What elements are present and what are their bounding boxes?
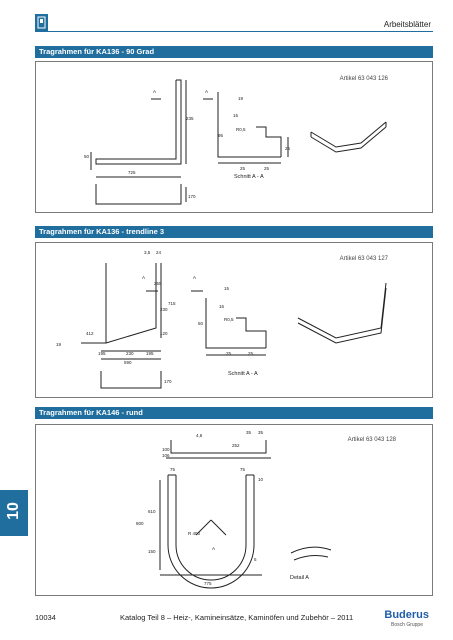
drawing-panel-ka146-rund: Artikel 63 043 128 Detail A 4,6 35 35 10… bbox=[35, 424, 433, 596]
label-412: 412 bbox=[86, 331, 94, 336]
label-590: 590 bbox=[124, 360, 132, 365]
label-150: 150 bbox=[148, 549, 156, 554]
label-170: 170 bbox=[164, 379, 172, 384]
article-number: Artikel 63 043 128 bbox=[347, 437, 396, 443]
label-800: 800 bbox=[136, 521, 144, 526]
label-r05: R0,5 bbox=[224, 317, 234, 322]
label-19: 19 bbox=[56, 342, 62, 347]
label-75a: 75 bbox=[170, 467, 176, 472]
label-a1: A bbox=[153, 89, 156, 94]
label-610: 610 bbox=[148, 509, 156, 514]
label-50: 50 bbox=[198, 321, 204, 326]
label-235: 235 bbox=[186, 116, 194, 121]
label-a2: A bbox=[193, 275, 196, 280]
label-4-6: 4,6 bbox=[196, 433, 203, 438]
label-15: 15 bbox=[233, 113, 239, 118]
brand-logo: Buderus bbox=[384, 609, 429, 621]
label-25b: 25 bbox=[248, 351, 254, 356]
section-title-ka146-rund: Tragrahmen für KA146 - rund bbox=[35, 407, 433, 419]
label-35b: 35 bbox=[258, 430, 264, 435]
footer-page-number: 10034 bbox=[35, 613, 56, 622]
label-a1: A bbox=[142, 275, 145, 280]
label-195b: 195 bbox=[146, 351, 154, 356]
label-detail-a: A bbox=[212, 546, 215, 551]
label-95: 95 bbox=[218, 133, 224, 138]
section-title-ka136-90: Tragrahmen für KA136 - 90 Grad bbox=[35, 46, 433, 58]
label-5: 5 bbox=[254, 557, 257, 562]
section-caption: Schnitt A - A bbox=[228, 371, 258, 377]
label-25a: 25 bbox=[226, 351, 232, 356]
label-r05: R0,5 bbox=[236, 127, 246, 132]
chapter-tab: 10 bbox=[0, 490, 28, 536]
label-255: 255 bbox=[154, 281, 162, 286]
label-35a: 35 bbox=[246, 430, 252, 435]
label-24: 24 bbox=[156, 250, 162, 255]
label-725: 725 bbox=[128, 170, 136, 175]
label-170: 170 bbox=[188, 194, 196, 199]
technical-drawing: 4,6 35 35 100 106 252 75 75 10 610 800 1… bbox=[136, 430, 332, 589]
label-r400: R 400 bbox=[188, 531, 201, 536]
label-25c: 25 bbox=[285, 146, 291, 151]
label-100: 100 bbox=[162, 447, 170, 452]
label-10: 10 bbox=[258, 477, 264, 482]
label-75b: 75 bbox=[240, 467, 246, 472]
label-195: 195 bbox=[98, 351, 106, 356]
label-15: 15 bbox=[224, 286, 230, 291]
section-caption: Schnitt A - A bbox=[234, 174, 264, 180]
technical-drawing: A A 235 725 50 19 15 R0,5 95 25 25 25 17… bbox=[84, 79, 387, 205]
label-19: 19 bbox=[238, 96, 244, 101]
label-252: 252 bbox=[232, 443, 240, 448]
footer-catalog-text: Katalog Teil 8 – Heiz-, Kamineinsätze, K… bbox=[120, 613, 354, 622]
label-a2: A bbox=[205, 89, 208, 94]
label-25a: 25 bbox=[240, 166, 246, 171]
page-header-title: Arbeitsblätter bbox=[383, 20, 431, 29]
header-divider bbox=[35, 31, 433, 32]
label-16: 16 bbox=[219, 304, 225, 309]
drawing-panel-ka136-trendline: Artikel 63 043 127 Schnitt A - A 3,5 24 … bbox=[35, 242, 433, 398]
label-230: 230 bbox=[160, 307, 168, 312]
label-25b: 25 bbox=[264, 166, 270, 171]
label-775: 775 bbox=[204, 581, 212, 586]
label-50: 50 bbox=[84, 154, 90, 159]
article-number: Artikel 63 043 127 bbox=[339, 256, 388, 262]
catalog-logo-icon bbox=[35, 14, 48, 31]
label-3-5: 3,5 bbox=[144, 250, 151, 255]
brand-subtitle: Bosch Gruppe bbox=[391, 622, 423, 628]
section-title-ka136-trendline: Tragrahmen für KA136 - trendline 3 bbox=[35, 226, 433, 238]
label-106: 106 bbox=[162, 453, 170, 458]
drawing-panel-ka136-90: Artikel 63 043 126 Schnitt A - A bbox=[35, 61, 433, 213]
technical-drawing: 3,5 24 A A 255 715 230 120 412 19 195 23… bbox=[56, 250, 387, 389]
article-number: Artikel 63 043 126 bbox=[339, 76, 388, 82]
label-715: 715 bbox=[168, 301, 176, 306]
label-120: 120 bbox=[160, 331, 168, 336]
label-230b: 230 bbox=[126, 351, 134, 356]
detail-caption: Detail A bbox=[290, 575, 309, 581]
